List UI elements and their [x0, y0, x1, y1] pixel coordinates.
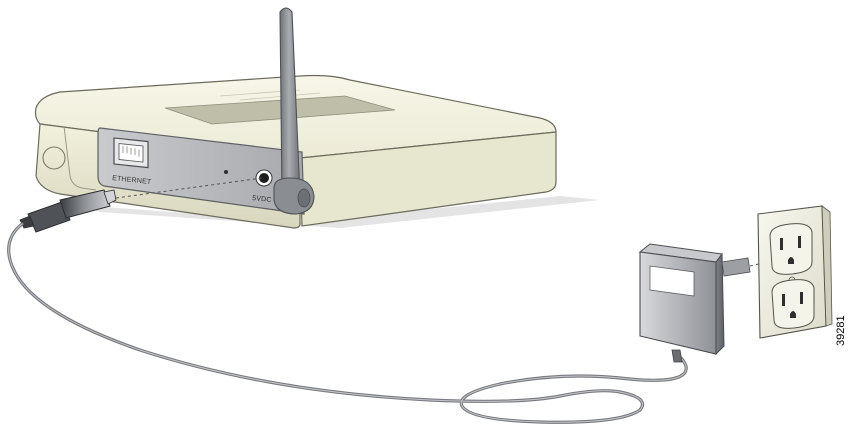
status-led	[224, 170, 228, 174]
power-jack[interactable]	[256, 170, 272, 186]
lower-receptacle[interactable]	[772, 280, 814, 329]
figure-number: 39281	[835, 315, 847, 346]
ac-power-adapter[interactable]	[640, 244, 750, 362]
wall-outlet	[758, 206, 832, 338]
router: ETHERNET 5VDC	[36, 76, 601, 229]
adapter-prongs	[722, 258, 750, 276]
upper-receptacle[interactable]	[770, 224, 812, 275]
power-cable	[9, 224, 687, 422]
ethernet-port[interactable]	[114, 138, 148, 168]
